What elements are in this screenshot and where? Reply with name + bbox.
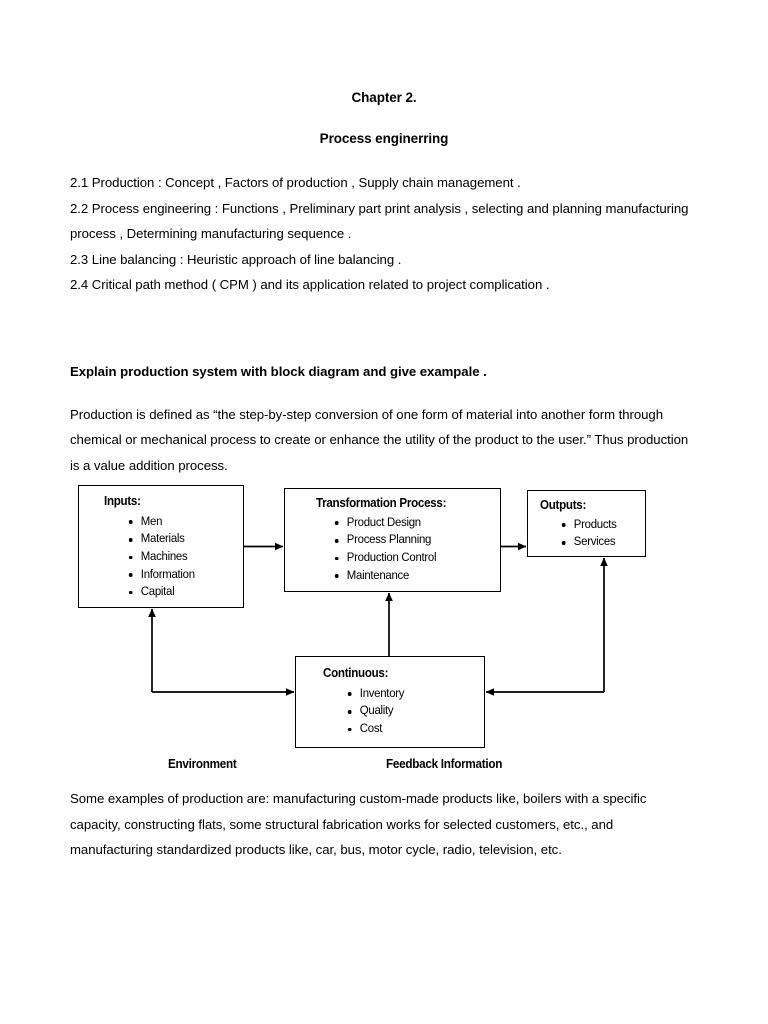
transformation-box-title: Transformation Process:	[316, 496, 447, 510]
diagram-label-environment: Environment	[168, 757, 237, 771]
diagram-box-outputs: Outputs: Products Services	[527, 490, 646, 557]
continuous-box-title: Continuous:	[323, 666, 389, 680]
diagram-box-transformation-process: Transformation Process: Product Design P…	[284, 488, 501, 592]
diagram-label-feedback-information: Feedback Information	[386, 757, 503, 771]
outputs-box-title: Outputs:	[540, 498, 587, 512]
inputs-box-title: Inputs:	[104, 494, 141, 508]
list-item: Cost	[346, 720, 473, 738]
list-item: Production Control	[333, 549, 487, 567]
toc-item-2-1: 2.1 Production : Concept , Factors of pr…	[70, 175, 521, 191]
list-item: Materials	[127, 530, 234, 548]
list-item: Quality	[346, 702, 473, 720]
list-item: Information	[127, 566, 234, 584]
list-item: Men	[127, 513, 234, 531]
diagram-box-continuous: Continuous: Inventory Quality Cost	[295, 656, 485, 748]
list-item: Products	[560, 516, 638, 534]
outputs-box-list: Products Services	[560, 516, 645, 551]
list-item: Product Design	[333, 514, 487, 532]
definition-paragraph: Production is defined as “the step-by-st…	[70, 406, 689, 473]
examples-paragraph: Some examples of production are: manufac…	[70, 791, 647, 857]
question-heading: Explain production system with block dia…	[70, 363, 487, 379]
table-of-contents: 2.1 Production : Concept , Factors of pr…	[70, 170, 698, 298]
inputs-box-list: Men Materials Machines Information Capit…	[127, 513, 243, 601]
list-item: Process Planning	[333, 531, 487, 549]
list-item: Machines	[127, 548, 234, 566]
transformation-box-list: Product Design Process Planning Producti…	[333, 514, 500, 584]
subject-heading: Process enginerring	[319, 130, 449, 146]
list-item: Maintenance	[333, 567, 487, 585]
diagram-box-inputs: Inputs: Men Materials Machines Informati…	[78, 485, 244, 608]
list-item: Services	[560, 533, 638, 551]
toc-item-2-2: 2.2 Process engineering : Functions , Pr…	[70, 200, 689, 242]
toc-item-2-3: 2.3 Line balancing : Heuristic approach …	[70, 251, 402, 267]
list-item: Inventory	[346, 685, 473, 703]
chapter-heading: Chapter 2.	[351, 90, 417, 105]
toc-item-2-4: 2.4 Critical path method ( CPM ) and its…	[70, 277, 550, 293]
list-item: Capital	[127, 583, 234, 601]
continuous-box-list: Inventory Quality Cost	[346, 685, 484, 738]
document-text-body: Chapter 2. Process enginerring 2.1 Produ…	[70, 88, 698, 478]
